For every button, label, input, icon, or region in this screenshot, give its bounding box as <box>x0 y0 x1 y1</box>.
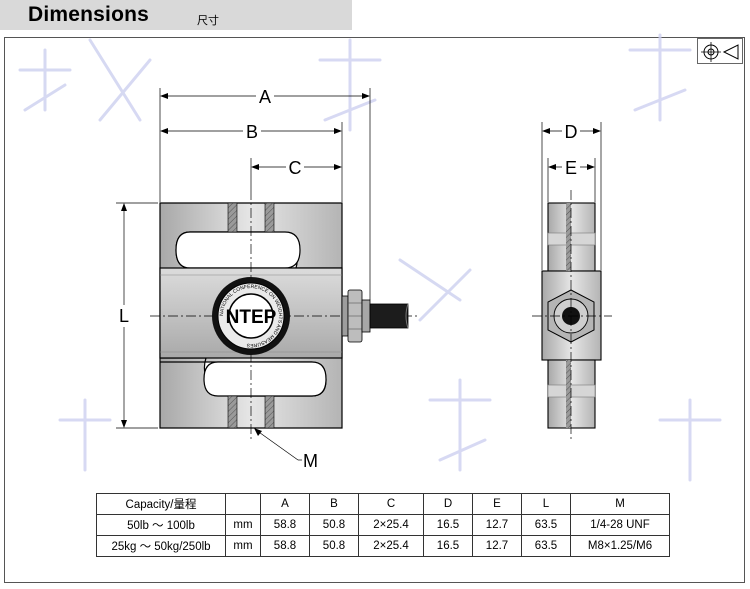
dim-label-d: D <box>565 122 578 142</box>
table-cell: 12.7 <box>472 535 522 557</box>
drawing-frame <box>4 37 745 583</box>
projection-symbol <box>697 38 743 64</box>
table-cell: 63.5 <box>521 535 571 557</box>
table-header-cell: C <box>358 493 424 515</box>
dim-label-c: C <box>289 158 302 178</box>
table-cell: 2×25.4 <box>358 514 424 536</box>
table-header-cell: M <box>570 493 670 515</box>
table-cell: 58.8 <box>260 535 310 557</box>
top-thread-left <box>227 202 238 233</box>
table-header-cell <box>225 493 261 515</box>
top-thread-right <box>264 202 275 233</box>
table-header-cell: D <box>423 493 473 515</box>
table-cell: 12.7 <box>472 514 522 536</box>
side-view: D E <box>532 121 612 440</box>
ntep-seal: NTEP NATIONAL CONFERENCE ON WEIGHTS AND … <box>212 277 290 355</box>
ntep-logo-text: NTEP <box>226 307 277 328</box>
lower-slot <box>203 361 327 397</box>
table-header-cell: Capacity/量程 <box>96 493 226 515</box>
spec-table: Capacity/量程 A B C D E L M 50lb ～ 100lb m… <box>96 493 670 557</box>
table-header-cell: L <box>521 493 571 515</box>
table-cell: 16.5 <box>423 535 473 557</box>
section-title: Dimensions <box>28 3 150 26</box>
section-header: Dimensions 尺寸 <box>0 0 352 30</box>
table-header-cell: A <box>260 493 310 515</box>
upper-slot <box>175 231 301 269</box>
cable-connector <box>341 289 409 343</box>
table-row: 25kg ～ 50kg/250lb mm 58.8 50.8 2×25.4 16… <box>96 535 670 557</box>
table-cell: mm <box>225 514 261 536</box>
cable <box>369 303 409 329</box>
dim-label-e: E <box>565 158 577 178</box>
table-cell: 50lb ～ 100lb <box>96 514 226 536</box>
table-cell: 50.8 <box>309 535 359 557</box>
table-cell: 50.8 <box>309 514 359 536</box>
table-header-row: Capacity/量程 A B C D E L M <box>96 493 670 515</box>
section-subtitle: 尺寸 <box>197 14 219 27</box>
front-view: NTEP NATIONAL CONFERENCE ON WEIGHTS AND … <box>116 86 420 471</box>
bottom-thread-left <box>227 395 238 429</box>
table-cell: 16.5 <box>423 514 473 536</box>
third-angle-projection-icon <box>701 42 739 62</box>
table-cell: mm <box>225 535 261 557</box>
dim-label-a: A <box>259 87 271 107</box>
table-header-cell: B <box>309 493 359 515</box>
table-row: 50lb ～ 100lb mm 58.8 50.8 2×25.4 16.5 12… <box>96 514 670 536</box>
table-cell: 63.5 <box>521 514 571 536</box>
table-cell: 58.8 <box>260 514 310 536</box>
dim-label-m: M <box>303 451 318 471</box>
table-cell: 1/4-28 UNF <box>570 514 670 536</box>
bottom-thread-right <box>264 395 275 429</box>
table-cell: 25kg ～ 50kg/250lb <box>96 535 226 557</box>
dim-label-l: L <box>119 306 129 326</box>
table-cell: 2×25.4 <box>358 535 424 557</box>
dim-label-b: B <box>246 122 258 142</box>
table-header-cell: E <box>472 493 522 515</box>
table-cell: M8×1.25/M6 <box>570 535 670 557</box>
